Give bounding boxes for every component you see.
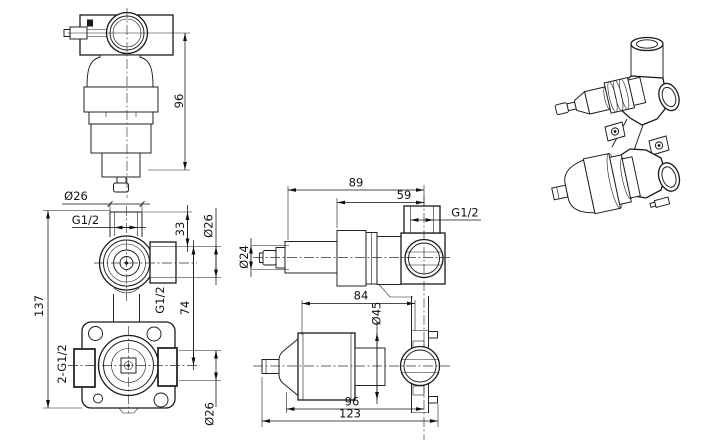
side-view-valve-body [376, 236, 402, 285]
dim-123-total: 123 [339, 407, 361, 421]
dim-74-spacing: 74 [178, 301, 192, 316]
dim-96-top-view: 96 [172, 94, 186, 109]
top-view: 96 Ø26 [62, 8, 190, 212]
dim-o45-body: Ø45 [370, 302, 384, 326]
side-view-lower-cartridge-body [297, 332, 356, 401]
iso-lower-cartridge [551, 152, 641, 215]
label-g12-side-port: G1/2 [153, 286, 167, 313]
dim-o26-bottom-port: Ø26 [203, 402, 217, 426]
side-view-thread-section [336, 230, 367, 287]
front-view-hole [93, 393, 103, 404]
dim-o26-top-view: Ø26 [64, 189, 88, 203]
side-view-upper: 89 59 G1/2 Ø24 [237, 176, 481, 440]
front-view-right-port [157, 347, 178, 387]
side-view-lower: 84 Ø45 96 123 [253, 289, 452, 427]
iso-upper-cartridge [554, 76, 647, 115]
top-view-detail-block [87, 19, 93, 27]
front-view-screw [153, 392, 169, 408]
dim-89-depth: 89 [349, 176, 364, 190]
front-view-side-port [149, 241, 177, 284]
top-view-cylinder [90, 123, 152, 154]
mounting-bolt [428, 331, 438, 339]
dim-33-offset: 33 [173, 222, 187, 237]
front-view-screw [146, 326, 162, 342]
top-view-shoulder [86, 54, 154, 88]
iso-right-port-lower [657, 162, 681, 192]
front-view-screw [88, 326, 103, 341]
side-view-square-stem [261, 359, 280, 374]
dim-o24-stem: Ø24 [237, 245, 251, 269]
dim-137-overall: 137 [32, 295, 46, 317]
iso-right-port-upper [658, 82, 680, 112]
dim-o26-side-port: Ø26 [202, 214, 216, 238]
dim-96-depth: 96 [345, 395, 360, 409]
label-g12-top-port-side: G1/2 [451, 206, 478, 220]
dim-84-body: 84 [354, 289, 369, 303]
iso-bolt [649, 196, 671, 209]
label-g12-top-port: G1/2 [72, 213, 99, 227]
side-view-dome-cap [278, 337, 299, 397]
top-view-knurled-stem [113, 182, 129, 193]
label-2xg12-bottom-ports: 2-G1/2 [55, 344, 69, 383]
top-view-thread-band [83, 86, 159, 113]
iso-view [551, 36, 681, 215]
iso-top-port-bore [636, 39, 658, 49]
side-view-top-port-pipe [403, 205, 441, 234]
mounting-bolt [428, 396, 438, 404]
front-view-left-port [73, 348, 96, 388]
front-view: G1/2 137 33 Ø26 G1/2 74 2-G1/2 Ø26 [32, 205, 221, 426]
dim-59-depth: 59 [397, 188, 412, 202]
